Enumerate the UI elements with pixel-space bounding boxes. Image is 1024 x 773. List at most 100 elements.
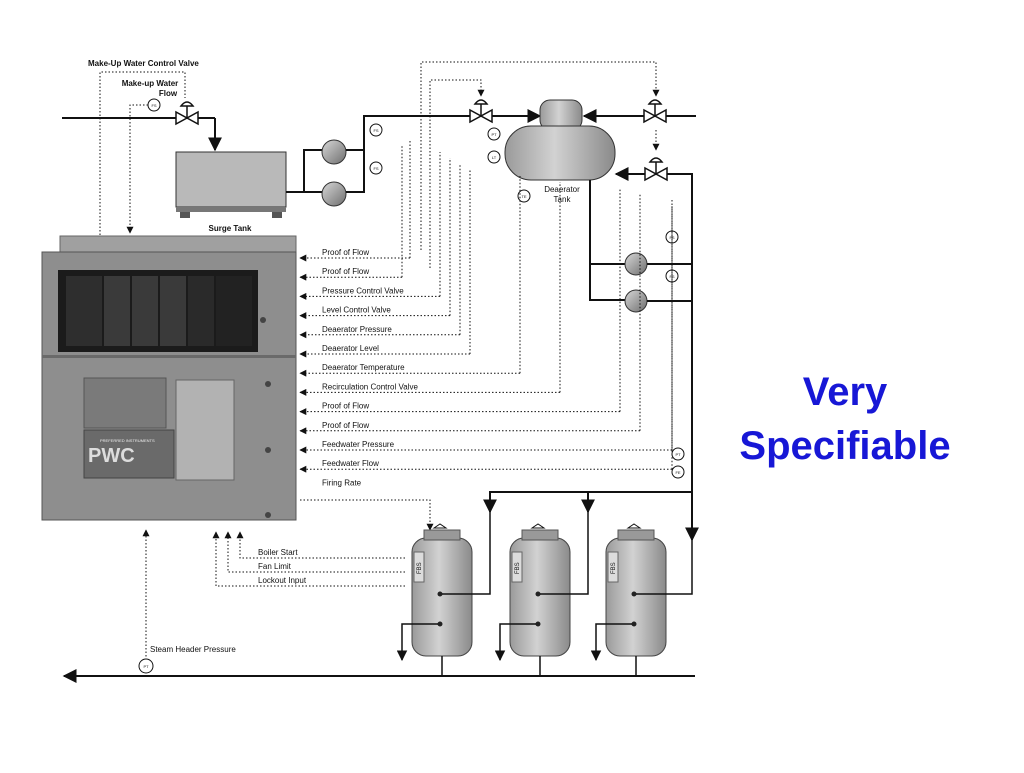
signal-row: Deaerator Temperature	[299, 176, 521, 377]
signal-row: Proof of Flow	[299, 140, 411, 262]
signal-row: Deaerator Level	[299, 170, 471, 358]
bottom-signal-label: Boiler Start	[258, 548, 298, 557]
boiler-steam-nozzle	[631, 591, 637, 597]
svg-text:PT: PT	[143, 664, 149, 669]
boiler-steam-nozzle	[535, 591, 541, 597]
makeup-flow-label-1: Make-up Water	[122, 79, 179, 88]
makeup-flow-signal	[126, 104, 148, 234]
signal-row: Feedwater Pressure	[299, 200, 673, 454]
transfer-pump-1-icon	[321, 139, 347, 165]
pump-discharge-2	[346, 150, 365, 193]
signal-row: Recirculation Control Valve	[299, 182, 561, 396]
recirculation-valve-icon	[644, 157, 668, 182]
steam-valve-signal	[420, 61, 660, 250]
boiler-2: FBS	[494, 494, 589, 676]
pump-discharge-1	[346, 115, 476, 151]
bottom-signal-line	[212, 531, 405, 587]
svg-text:TE: TE	[521, 194, 526, 199]
boiler-tag: FBS	[611, 562, 617, 574]
makeup-valve-signal	[99, 71, 186, 235]
bottom-signal-label: Lockout Input	[258, 576, 307, 585]
svg-text:FS: FS	[373, 128, 378, 133]
svg-text:FS: FS	[373, 166, 378, 171]
bottom-signal-line	[224, 531, 405, 573]
svg-text:FS: FS	[151, 103, 156, 108]
deaerator-temperature-element-icon: TE	[517, 189, 531, 203]
bottom-signal-label: Fan Limit	[258, 562, 292, 571]
boiler-valve-icon	[626, 523, 642, 529]
bottom-signal-line	[236, 531, 405, 559]
signal-label: Proof of Flow	[322, 402, 369, 411]
pump-2-flow-switch-icon: FS	[369, 161, 383, 175]
signal-row: Proof of Flow	[299, 146, 403, 281]
signal-row: Firing Rate	[322, 478, 362, 487]
signal-label: Feedwater Flow	[322, 459, 379, 468]
signal-label: Recirculation Control Valve	[322, 382, 418, 391]
boiler-steam-pipe	[590, 623, 632, 662]
makeup-control-valve-icon	[175, 101, 199, 126]
headline-line-2: Specifiable	[739, 424, 951, 468]
boiler-1: FBS	[396, 494, 491, 676]
signal-label: Firing Rate	[322, 478, 362, 487]
feed-pump-1-icon	[624, 252, 648, 276]
boiler-top	[423, 529, 461, 541]
signal-label: Deaerator Pressure	[322, 325, 392, 334]
steam-header-pressure-transmitter-icon: PT	[138, 658, 154, 674]
feed-pump-2-icon	[624, 289, 648, 313]
pressure-valve-signal	[429, 79, 485, 268]
makeup-flow-switch-icon: FS	[147, 98, 161, 112]
boiler-valve-icon	[530, 523, 546, 529]
boiler-top	[521, 529, 559, 541]
bottom-signal-row: Boiler Start	[236, 531, 405, 559]
headline-line-1: Very	[802, 370, 888, 414]
signal-label: Deaerator Temperature	[322, 363, 405, 372]
signal-row: Level Control Valve	[299, 158, 451, 320]
makeup-flow-label-2: Flow	[159, 89, 178, 98]
signal-row: Proof of Flow	[299, 194, 641, 435]
controller-maker-text: PREFERRED INSTRUMENTS	[100, 438, 155, 443]
deaerator-level-transmitter-icon: LT	[487, 150, 501, 164]
boiler-feed-nozzle	[437, 621, 443, 627]
deaerator-label-1: Deaerator	[544, 185, 580, 194]
pwc-controller	[41, 235, 297, 521]
boiler-feed-nozzle	[535, 621, 541, 627]
svg-text:PT: PT	[675, 452, 681, 457]
boiler-feed-pipe	[442, 494, 491, 595]
makeup-valve-label: Make-Up Water Control Valve	[88, 59, 199, 68]
bottom-signal-row: Fan Limit	[224, 531, 405, 573]
boiler-steam-pipe	[396, 623, 438, 662]
boiler-feed-pipe	[540, 494, 589, 595]
signal-label: Proof of Flow	[322, 248, 369, 257]
deaerator-pressure-transmitter-icon: PT	[487, 127, 501, 141]
headline: Very Specifiable	[700, 365, 990, 473]
firing-rate-signal	[300, 499, 434, 531]
deaerator-tank	[504, 99, 616, 181]
boiler-3: FBS	[590, 494, 693, 676]
signal-label: Proof of Flow	[322, 421, 369, 430]
boiler-tag-plate	[413, 551, 425, 583]
signal-row: Proof of Flow	[299, 188, 621, 416]
signal-label: Proof of Flow	[322, 267, 369, 276]
signal-label: Deaerator Level	[322, 344, 379, 353]
deaerator-outlet-pipe	[589, 180, 625, 301]
signal-row: Deaerator Pressure	[299, 164, 461, 339]
feedwater-main-pipe	[667, 173, 699, 542]
surge-tank-label: Surge Tank	[209, 224, 253, 233]
surge-pump-pipe-1	[286, 149, 322, 193]
boiler-tag-plate	[607, 551, 619, 583]
signal-label: Level Control Valve	[322, 306, 391, 315]
boiler-top	[617, 529, 655, 541]
svg-text:PT: PT	[491, 132, 497, 137]
boiler-valve-icon	[432, 523, 448, 529]
feedwater-pressure-transmitter-icon: PT	[671, 447, 685, 461]
surge-tank	[175, 151, 287, 218]
steam-valve-icon	[643, 99, 667, 124]
boiler-steam-pipe	[494, 623, 536, 662]
svg-text:FE: FE	[675, 470, 680, 475]
feedwater-header	[483, 491, 692, 514]
boiler-tag-plate	[511, 551, 523, 583]
signal-label: Feedwater Pressure	[322, 440, 395, 449]
